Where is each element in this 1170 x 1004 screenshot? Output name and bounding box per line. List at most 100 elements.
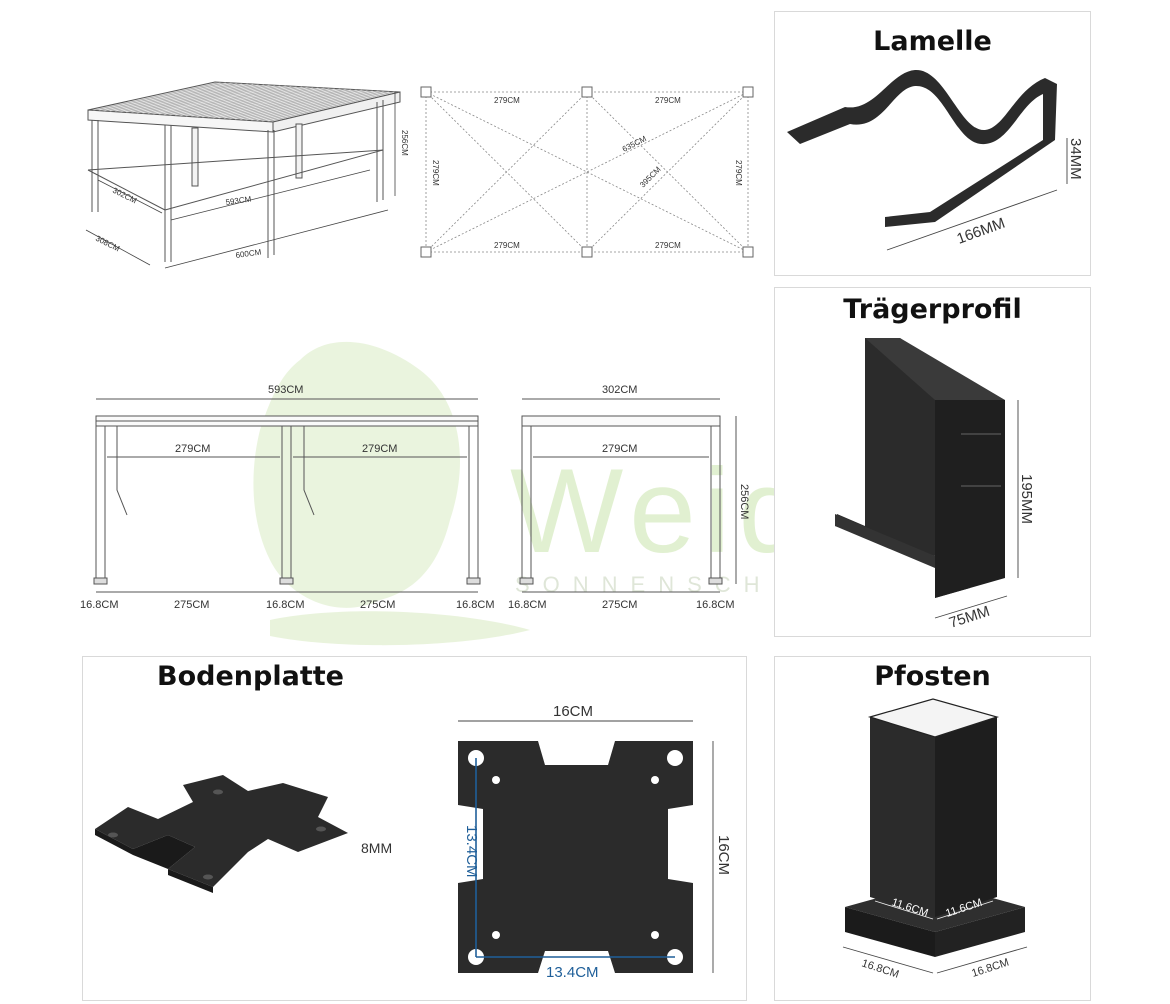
lamelle-width-label: 166MM: [955, 215, 1008, 248]
traeger-height-label: 195MM: [1018, 474, 1035, 524]
iso-depth-outer-line: [85, 229, 151, 266]
iso-louvre-line: [240, 89, 368, 121]
bodenplatte-iso-hole-1: [213, 789, 223, 795]
watermark-ground-shape: [270, 611, 530, 646]
plan-right-label: 279CM: [734, 160, 743, 186]
pfosten-base-front: [845, 907, 935, 957]
bodenplatte-iso-hole-3: [203, 874, 213, 880]
iso-louvre-line: [158, 85, 286, 115]
iso-depth-inner-line: [97, 179, 163, 214]
iso-louvre-line: [218, 88, 346, 119]
front-post-foot-2: [279, 577, 294, 585]
iso-louvre-line: [196, 87, 324, 118]
iso-louvre-line: [98, 82, 226, 111]
side-post-foot-1: [519, 577, 534, 585]
bodenplatte-top-label: 16CM: [553, 703, 593, 720]
bodenplatte-plan-hole-ibr: [651, 931, 659, 939]
plan-post-br: [742, 246, 754, 258]
bodenplatte-plan-drawing: 16CM 16CM 13.4CM 13.4CM: [458, 703, 732, 981]
panel-pfosten-title: Pfosten: [874, 661, 991, 692]
front-bay-a-label: 279CM: [175, 443, 210, 455]
front-post-foot-1: [93, 577, 108, 585]
iso-inner-post-b: [295, 123, 303, 179]
pfosten-post-top: [867, 698, 1000, 738]
iso-louvre-line: [169, 86, 297, 116]
iso-louvre-line: [142, 84, 270, 114]
lamelle-height-label: 34MM: [1067, 138, 1084, 180]
panel-bodenplatte-title: Bodenplatte: [157, 661, 344, 692]
pfosten-base-dim-b: [936, 946, 1028, 974]
plan-post-tr: [742, 86, 754, 98]
front-gap-1-label: 275CM: [174, 599, 209, 611]
bodenplatte-plan-hole-tr: [667, 750, 683, 766]
iso-louvre-line: [191, 87, 319, 117]
side-height-label: 256CM: [738, 484, 750, 519]
bodenplatte-hole-v-label: 13.4CM: [463, 825, 480, 878]
iso-height-label: 256CM: [400, 130, 409, 156]
iso-louvre-line: [126, 83, 254, 113]
bodenplatte-side-label: 16CM: [715, 835, 732, 875]
iso-louvre-line: [174, 86, 303, 116]
traeger-side-face: [935, 400, 1005, 598]
iso-ground-front: [87, 149, 384, 171]
bodenplatte-iso-hole-4: [108, 832, 118, 838]
iso-louvre-line: [202, 87, 330, 118]
pfosten-base-side: [935, 907, 1025, 957]
iso-louvre-line: [115, 83, 243, 113]
iso-louvre-line: [267, 91, 395, 122]
bodenplatte-iso-plate: [95, 775, 348, 887]
side-bay-label: 279CM: [602, 443, 637, 455]
plan-bottom-b-label: 279CM: [655, 241, 681, 250]
plan-post-bm: [581, 246, 593, 258]
front-gap-2-label: 275CM: [360, 599, 395, 611]
iso-louvre-line: [136, 84, 265, 114]
bodenplatte-iso-hole-2: [316, 826, 326, 832]
plan-bottom-a-label: 279CM: [494, 241, 520, 250]
iso-inner-post-a: [191, 127, 199, 187]
pfosten-base-a-label: 16.8CM: [860, 957, 900, 980]
lamelle-profile-drawing: 34MM 166MM: [787, 69, 1084, 251]
panel-pfosten: Pfosten 11.6CM 11.6CM 16.8CM 16.8CM: [774, 656, 1091, 1001]
iso-louvre-line: [234, 89, 362, 120]
iso-louvre-line: [131, 84, 259, 114]
side-post-1-label: 16.8CM: [508, 599, 547, 611]
front-post-2-label: 16.8CM: [266, 599, 305, 611]
iso-louvre-line: [147, 84, 275, 115]
pfosten-inner-dim-a: [874, 900, 934, 920]
iso-louvre-line: [245, 90, 373, 121]
front-bay-b-label: 279CM: [362, 443, 397, 455]
iso-louvre-line: [109, 82, 237, 112]
iso-roof-louvres: [93, 82, 395, 122]
iso-louvre-line: [104, 82, 232, 112]
iso-louvre-line: [262, 91, 390, 122]
side-post-1: [521, 425, 532, 579]
plan-post-tl: [420, 86, 432, 98]
lamelle-width-dim-line: [886, 189, 1058, 251]
iso-louvre-line: [153, 85, 281, 115]
bodenplatte-plan-plate: [458, 741, 693, 973]
iso-louvre-line: [251, 90, 379, 121]
side-post-2-label: 16.8CM: [696, 599, 735, 611]
side-post-foot-2: [708, 577, 723, 585]
bodenplatte-plan-hole-it: [492, 776, 500, 784]
watermark-tree-shape: [253, 341, 460, 608]
panel-traegerprofil-title: Trägerprofil: [843, 294, 1022, 325]
iso-louvre-line: [93, 82, 221, 111]
iso-louvre-line: [164, 85, 292, 116]
pfosten-base-dim-a: [842, 946, 934, 974]
iso-louvre-line: [120, 83, 248, 113]
front-crank-1: [116, 426, 128, 516]
bodenplatte-iso-drawing: 8MM: [95, 775, 392, 893]
panel-bodenplatte: Bodenplatte 8MM: [82, 656, 747, 1001]
traeger-top-face: [865, 338, 1005, 400]
lamelle-profile-shape: [787, 69, 1057, 227]
pfosten-post-front: [870, 717, 935, 917]
bodenplatte-thickness-label: 8MM: [361, 840, 392, 856]
front-post-foot-3: [466, 577, 481, 585]
plan-top-a-label: 279CM: [494, 96, 520, 105]
side-gap-label: 275CM: [602, 599, 637, 611]
pfosten-inner-dim-b: [936, 900, 994, 920]
